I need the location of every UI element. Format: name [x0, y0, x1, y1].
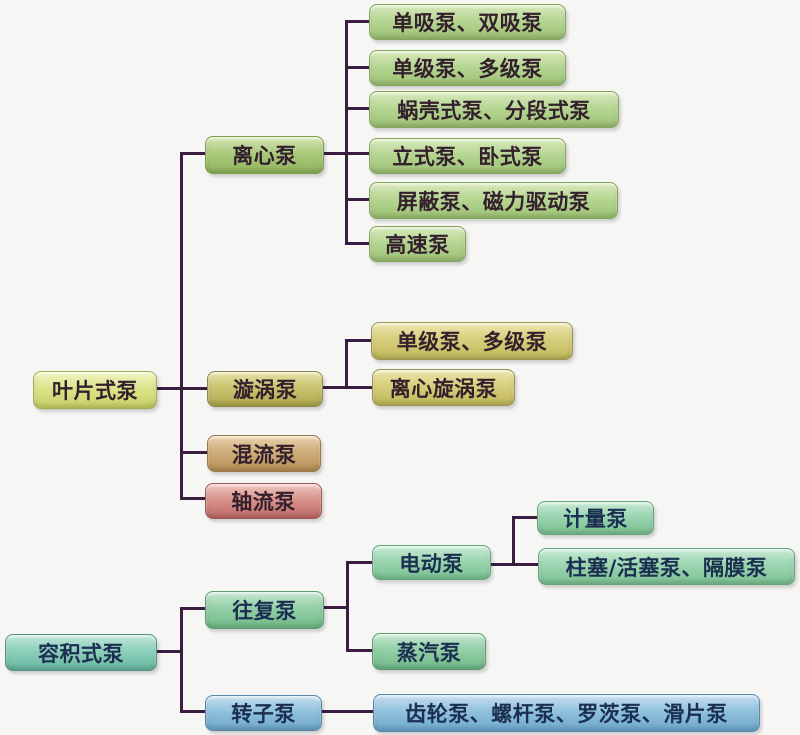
node-centrifugal-vortex-pump: 离心旋涡泵 — [372, 369, 515, 406]
node-positive-displacement-pump: 容积式泵 — [5, 634, 157, 671]
node-axial-flow-pump: 轴流泵 — [205, 483, 322, 519]
connector-line — [346, 561, 349, 651]
connector-line — [180, 607, 183, 713]
node-reciprocating-pump: 往复泵 — [205, 591, 324, 629]
node-single-double-suction-pump: 单吸泵、双吸泵 — [369, 4, 566, 40]
node-vane-pump: 叶片式泵 — [33, 371, 157, 409]
node-vertical-horizontal-pump: 立式泵、卧式泵 — [369, 138, 566, 174]
node-vortex-single-multi-stage-pump: 单级泵、多级泵 — [371, 322, 573, 360]
connector-line — [345, 107, 370, 110]
connector-line — [345, 20, 348, 245]
connector-line — [512, 516, 515, 566]
node-metering-pump: 计量泵 — [537, 501, 654, 535]
connector-line — [345, 339, 348, 389]
connector-line — [180, 152, 206, 155]
node-centrifugal-pump: 离心泵 — [205, 136, 324, 174]
connector-line — [345, 242, 370, 245]
connector-line — [155, 387, 207, 390]
connector-line — [346, 649, 373, 652]
node-electric-pump: 电动泵 — [372, 545, 491, 580]
connector-line — [345, 66, 370, 69]
connector-line — [155, 650, 183, 653]
connector-line — [320, 710, 374, 713]
node-mixed-flow-pump: 混流泵 — [207, 435, 321, 472]
node-plunger-piston-diaphragm-pump: 柱塞/活塞泵、隔膜泵 — [538, 548, 795, 585]
connector-line — [345, 339, 372, 342]
connector-line — [180, 710, 206, 713]
connector-line — [512, 516, 538, 519]
connector-line — [180, 607, 206, 610]
node-rotary-pump: 转子泵 — [205, 695, 322, 731]
node-gear-screw-roots-vane-pump: 齿轮泵、螺杆泵、罗茨泵、滑片泵 — [373, 694, 760, 732]
node-single-multi-stage-pump: 单级泵、多级泵 — [369, 50, 566, 86]
node-volute-sectional-pump: 蜗壳式泵、分段式泵 — [369, 91, 619, 128]
connector-line — [180, 152, 183, 500]
connector-line — [345, 198, 370, 201]
node-canned-magnetic-drive-pump: 屏蔽泵、磁力驱动泵 — [369, 182, 618, 219]
connector-line — [346, 561, 373, 564]
node-steam-pump: 蒸汽泵 — [372, 633, 486, 670]
node-high-speed-pump: 高速泵 — [369, 226, 466, 262]
connector-line — [345, 20, 370, 23]
connector-line — [180, 497, 206, 500]
connector-line — [180, 451, 208, 454]
connector-line — [322, 606, 348, 609]
node-vortex-pump: 漩涡泵 — [207, 371, 323, 407]
